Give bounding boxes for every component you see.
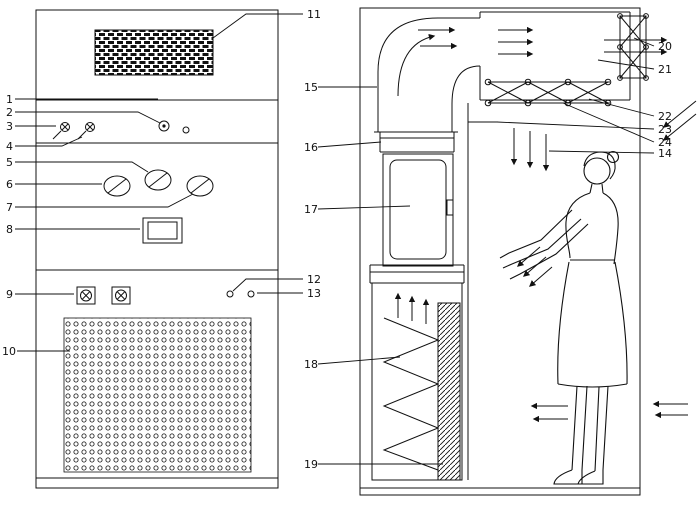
callout-23: 23 xyxy=(658,123,672,136)
figure-leg-front xyxy=(571,385,588,471)
callout-16: 16 xyxy=(304,141,318,154)
fastener-right xyxy=(247,290,255,298)
callout-22: 22 xyxy=(658,110,672,123)
figure-skirt-front xyxy=(557,261,570,385)
callout-18: 18 xyxy=(304,358,318,371)
digital-display xyxy=(142,217,183,244)
figure-hair-bun xyxy=(606,150,620,164)
air-shower-unit xyxy=(359,7,697,496)
cabinet-top-band xyxy=(369,264,465,284)
callout-14: 14 xyxy=(658,147,672,160)
airflow-arrow-elbow xyxy=(397,33,436,97)
control-knob-2[interactable] xyxy=(144,169,172,191)
toggle-switch-right[interactable] xyxy=(77,122,95,140)
figure-foot-front xyxy=(553,469,583,485)
callout-19: 19 xyxy=(304,458,318,471)
plenum-chamber xyxy=(479,11,631,101)
callout-6: 6 xyxy=(6,178,13,191)
callout-7: 7 xyxy=(6,201,13,214)
figure-arm-lower xyxy=(502,218,582,269)
figure-head xyxy=(583,157,611,185)
figure-skirt-hem xyxy=(557,383,628,388)
hatched-filter-media xyxy=(437,302,461,481)
hepa-filter-bank xyxy=(484,78,612,107)
figure-torso-back xyxy=(602,192,619,265)
power-switch-1[interactable] xyxy=(76,286,96,305)
figure-hair xyxy=(583,151,616,180)
callout-9: 9 xyxy=(6,288,13,301)
exhaust-fan xyxy=(604,13,668,81)
callout-10: 10 xyxy=(2,345,16,358)
figure-neck xyxy=(589,183,604,194)
figure-leg-back xyxy=(594,385,609,472)
callout-5: 5 xyxy=(6,156,13,169)
callout-17: 17 xyxy=(304,203,318,216)
callout-4: 4 xyxy=(6,140,13,153)
callout-1: 1 xyxy=(6,93,13,106)
callout-15: 15 xyxy=(304,81,318,94)
duct-damper xyxy=(379,132,455,153)
pleated-prefilter xyxy=(382,317,440,471)
figure-arm-upper xyxy=(499,209,573,259)
perforated-intake-grille xyxy=(63,317,252,473)
power-switch-2[interactable] xyxy=(111,286,131,305)
callout-leaders xyxy=(15,13,655,465)
callout-24: 24 xyxy=(658,136,672,149)
control-knob-3[interactable] xyxy=(186,175,214,197)
door-handle[interactable] xyxy=(446,199,454,216)
callout-8: 8 xyxy=(6,223,13,236)
cabinet-outline xyxy=(35,9,279,489)
callout-3: 3 xyxy=(6,120,13,133)
callout-labels: 1 2 3 4 5 6 7 8 9 10 11 12 13 14 15 16 1… xyxy=(2,8,672,471)
exhaust-vent-grid xyxy=(94,29,214,76)
figure-torso-front xyxy=(565,192,591,259)
control-cabinet xyxy=(35,9,279,489)
figure-arm-far xyxy=(509,223,589,280)
figure-skirt-back xyxy=(614,261,628,385)
callout-13: 13 xyxy=(307,287,321,300)
control-knob-1[interactable] xyxy=(103,175,131,197)
pilot-light xyxy=(182,126,190,134)
toggle-switch-left[interactable] xyxy=(52,122,70,140)
inspection-door[interactable] xyxy=(382,153,454,267)
callout-21: 21 xyxy=(658,63,672,76)
callout-2: 2 xyxy=(6,106,13,119)
supply-duct-elbow xyxy=(374,17,481,133)
filter-cabinet xyxy=(371,282,463,481)
callout-11: 11 xyxy=(307,8,321,21)
indicator-lamp xyxy=(158,120,170,132)
operator-figure xyxy=(499,150,628,485)
fastener-left xyxy=(226,290,234,298)
callout-12: 12 xyxy=(307,273,321,286)
airflow-arrows xyxy=(510,100,697,423)
callout-20: 20 xyxy=(658,40,672,53)
unit-outline xyxy=(359,7,641,496)
